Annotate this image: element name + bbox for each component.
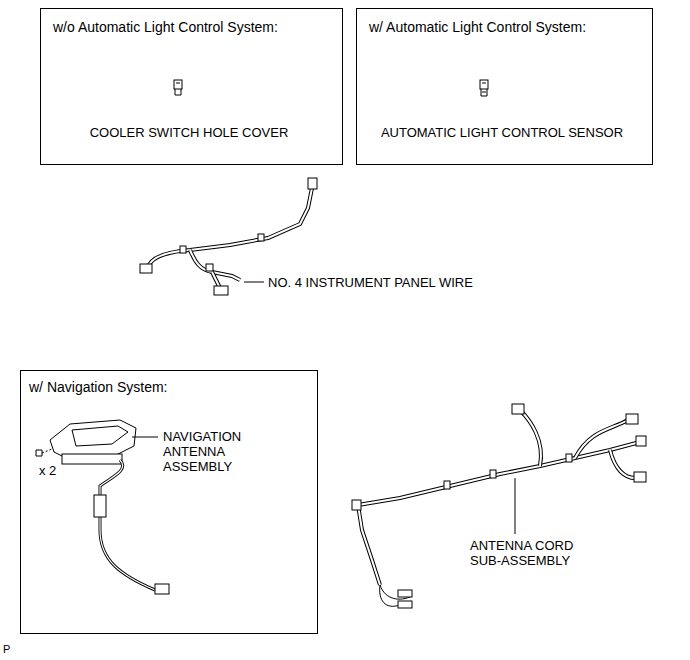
- navigation-antenna: [36, 420, 169, 594]
- light-sensor: [480, 80, 488, 96]
- variant-heading: w/ Navigation System:: [29, 379, 168, 396]
- antenna-cord: [352, 404, 646, 608]
- variant-heading: w/o Automatic Light Control System:: [53, 19, 278, 36]
- hole-cover: [174, 80, 182, 95]
- variant-box: w/ Navigation System: NAVIGATION ANTENNA …: [20, 370, 318, 634]
- part-name: NAVIGATION ANTENNA ASSEMBLY: [163, 429, 291, 474]
- part-name: COOLER SWITCH HOLE COVER: [41, 125, 337, 140]
- part-name: x 2: [39, 463, 56, 478]
- page-mark: P: [3, 642, 10, 657]
- variant-heading: w/ Automatic Light Control System:: [369, 19, 586, 36]
- part-name: AUTOMATIC LIGHT CONTROL SENSOR: [357, 125, 647, 140]
- part-name: ANTENNA CORD SUB-ASSEMBLY: [470, 538, 590, 568]
- variant-box: w/o Automatic Light Control System: COOLE…: [40, 8, 343, 165]
- part-name: NO. 4 INSTRUMENT PANEL WIRE: [268, 275, 473, 290]
- variant-box: w/ Automatic Light Control System: AUTOMA…: [356, 8, 653, 165]
